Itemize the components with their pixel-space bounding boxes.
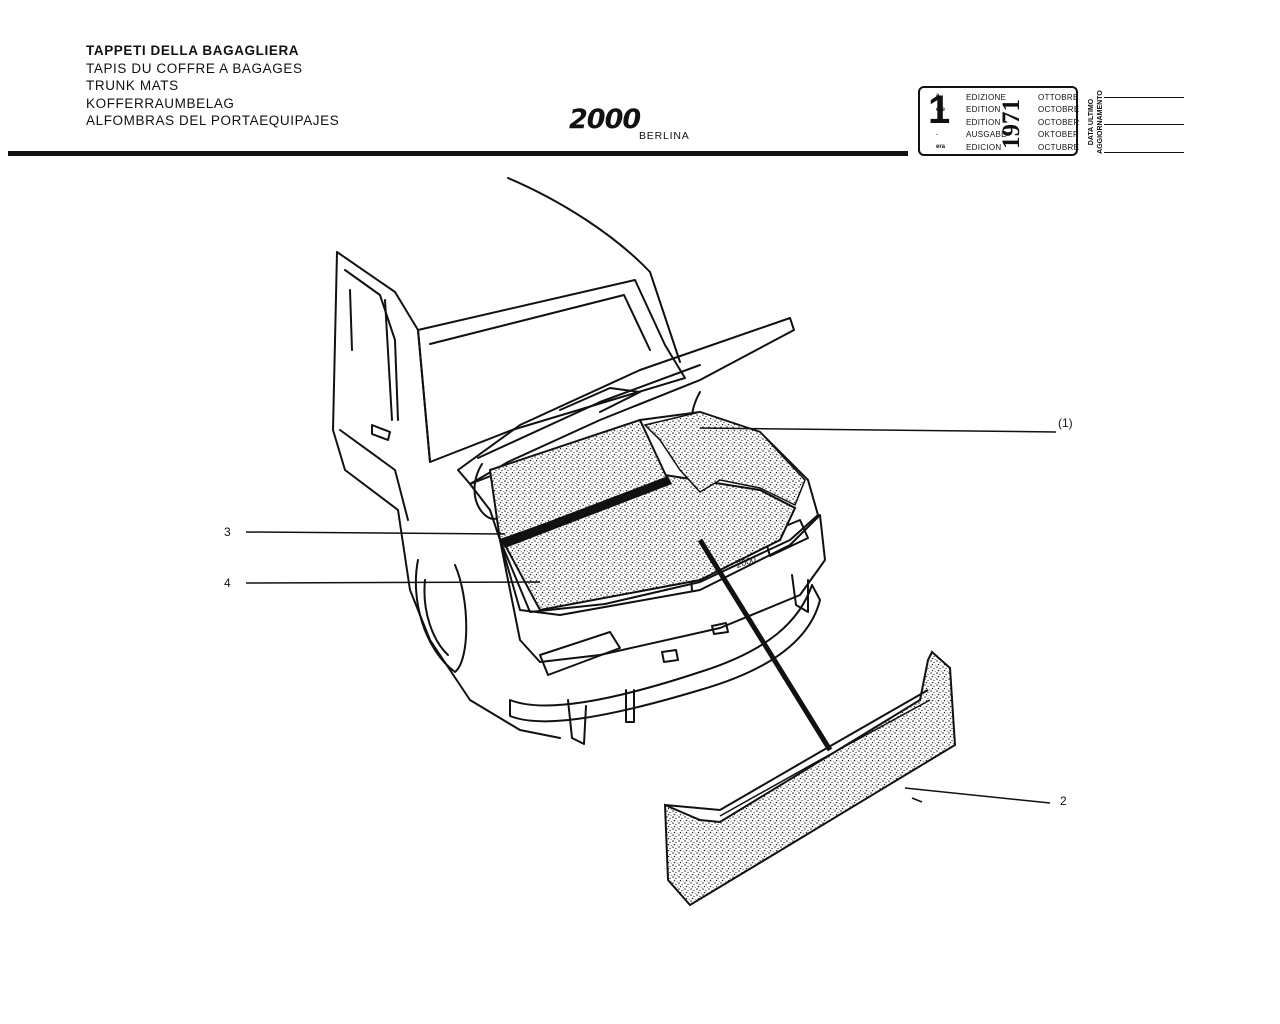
model-logo: 2000 BERLINA (569, 104, 693, 144)
model-variant: BERLINA (639, 130, 690, 142)
header-rule (8, 151, 908, 156)
edition-label: EDITION (966, 105, 1001, 114)
edition-box: 1 a ere st . era EDIZIONE EDITION EDITIO… (918, 86, 1080, 156)
bumper-guard-right (791, 574, 809, 613)
title-spanish: ALFOMBRAS DEL PORTAEQUIPAJES (86, 113, 340, 129)
title-french: TAPIS DU COFFRE A BAGAGES (86, 60, 303, 76)
rear-wheel (414, 559, 468, 673)
edition-suffix: ere (936, 107, 946, 113)
leader-line-4 (245, 581, 541, 584)
update-rule (1104, 124, 1184, 125)
door-handle (371, 424, 391, 441)
mat-1-side-well (643, 411, 806, 507)
edition-month: OTTOBRE (1038, 93, 1079, 102)
car-c-pillar (336, 251, 431, 463)
rear-bumper (509, 584, 821, 723)
mat-2-pointer (697, 538, 833, 752)
tail-light-left (539, 631, 621, 676)
leader-line-3 (245, 531, 506, 535)
leader-line-2 (911, 797, 923, 803)
mat-3-strip (500, 476, 672, 548)
edition-month: OCTOBRE (1038, 105, 1080, 114)
edition-month: OKTOBER (1038, 130, 1080, 139)
exhaust-pipe (625, 689, 635, 723)
model-logo-text: 2000 (569, 104, 641, 135)
edition-label: EDIZIONE (966, 93, 1007, 102)
title-italian: TAPPETI DELLA BAGAGLIERA (86, 43, 300, 58)
edition-label: EDICION (966, 143, 1002, 152)
trunk-lid (457, 317, 795, 485)
callout-2: 2 (1060, 794, 1067, 808)
callout-1: (1) (1058, 416, 1073, 430)
leader-line-2 (904, 787, 1051, 804)
mat-2-rear-panel-liner (663, 650, 957, 907)
title-english: TRUNK MATS (86, 78, 179, 94)
car-side (332, 251, 561, 739)
rear-panel (499, 514, 826, 663)
bumper-guard-left (567, 699, 587, 745)
leader-line-1 (699, 427, 1057, 433)
edition-suffix: a (936, 93, 940, 99)
update-rule (1104, 97, 1184, 98)
edition-label: EDITION (966, 118, 1001, 127)
edition-suffix: . (936, 131, 938, 137)
car-roof (507, 177, 681, 363)
edition-number: 1 (928, 88, 951, 132)
edition-month: OCTOBER (1038, 118, 1080, 127)
callout-4: 4 (224, 576, 231, 590)
title-german: KOFFERRAUMBELAG (86, 95, 235, 111)
edition-label: AUSGABE (966, 130, 1007, 139)
page-titles: TAPPETI DELLA BAGAGLIERA TAPIS DU COFFRE… (86, 42, 339, 130)
update-rule (1104, 152, 1184, 153)
edition-suffix: era (936, 144, 946, 150)
callout-3: 3 (224, 525, 231, 539)
edition-month: OCTUBRE (1038, 143, 1080, 152)
edition-suffix: st (936, 119, 942, 125)
mat-4-trunk-floor (503, 473, 797, 612)
